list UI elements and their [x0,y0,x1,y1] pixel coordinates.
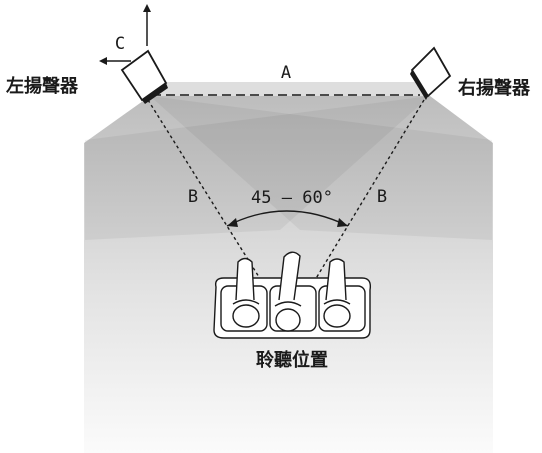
adjust-arrows-icon [99,4,151,65]
listening-position-label: 聆聽位置 [256,349,328,371]
angle-label: 45 – 60° [251,188,333,208]
right-speaker [410,46,452,100]
angle-arc [226,210,349,227]
left-speaker-label: 左揚聲器 [6,75,79,97]
left-speaker [120,49,168,104]
distance-a-label: A [281,63,291,83]
distance-c-label: C [115,34,125,54]
distance-b-left-line [147,99,265,286]
distance-b-right-line [311,99,425,286]
sofa-with-listeners [213,251,372,339]
distance-b-right-label: B [377,187,387,207]
right-speaker-label: 右揚聲器 [458,77,531,99]
distance-b-left-label: B [188,187,198,207]
